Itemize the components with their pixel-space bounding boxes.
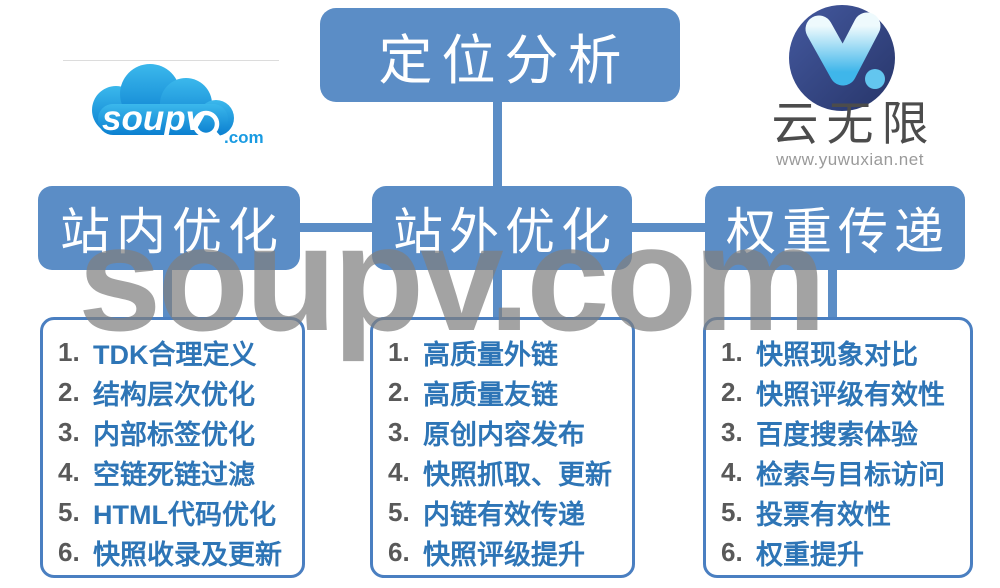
- magnifier-icon: [192, 110, 226, 146]
- list-item: 3. 百度搜索体验: [721, 412, 964, 452]
- list-item-number: 1.: [388, 336, 410, 367]
- list-item-number: 1.: [58, 336, 80, 367]
- branch-node-offsite-optimization: 站外优化: [372, 186, 632, 270]
- connector-branch0-branch1: [298, 223, 374, 232]
- list-item-number: 2.: [388, 376, 410, 407]
- list-item: 4. 检索与目标访问: [721, 452, 964, 492]
- soupv-logo-text: soupv: [102, 99, 208, 138]
- list-item-text: 高质量外链: [423, 339, 558, 370]
- list-item-number: 3.: [721, 416, 743, 447]
- list-item-number: 5.: [388, 496, 410, 527]
- list-item-number: 6.: [388, 536, 410, 567]
- list-item: 4. 空链死链过滤: [58, 452, 296, 492]
- branch-node-onsite-optimization: 站内优化: [38, 186, 300, 270]
- list-item: 2. 结构层次优化: [58, 372, 296, 412]
- connector-root-to-middle: [493, 100, 502, 190]
- list-item-number: 4.: [388, 456, 410, 487]
- connector-branch0-to-list: [163, 268, 172, 319]
- list-item-text: 空链死链过滤: [93, 459, 255, 490]
- list-item-text: TDK合理定义: [93, 339, 257, 370]
- list-item-number: 5.: [721, 496, 743, 527]
- list-item-text: 结构层次优化: [93, 379, 255, 410]
- yuwuxian-logo-url: www.yuwuxian.net: [776, 150, 924, 169]
- list-item-text: 快照评级提升: [423, 539, 585, 570]
- list-item-number: 3.: [388, 416, 410, 447]
- branch-node-weight-transfer: 权重传递: [705, 186, 965, 270]
- list-item: 5. 内链有效传递: [388, 492, 626, 532]
- list-item: 6. 权重提升: [721, 532, 964, 572]
- list-item: 3. 内部标签优化: [58, 412, 296, 452]
- list-item: 3. 原创内容发布: [388, 412, 626, 452]
- logo-divider-line: [63, 60, 279, 61]
- connector-branch1-to-list: [493, 268, 502, 319]
- list-item-number: 2.: [58, 376, 80, 407]
- list-item: 5. HTML代码优化: [58, 492, 296, 532]
- list-item: 2. 高质量友链: [388, 372, 626, 412]
- list-item: 6. 快照评级提升: [388, 532, 626, 572]
- root-node-positioning-analysis: 定位分析: [320, 8, 680, 102]
- list-item-text: 快照抓取、更新: [423, 459, 612, 490]
- list-item-text: 检索与目标访问: [756, 459, 945, 490]
- list-item: 6. 快照收录及更新: [58, 532, 296, 572]
- list-item-text: 快照评级有效性: [756, 379, 945, 410]
- list-item: 2. 快照评级有效性: [721, 372, 964, 412]
- list-item-text: 权重提升: [756, 539, 864, 570]
- list-item-text: 快照现象对比: [756, 339, 918, 370]
- list-item-number: 2.: [721, 376, 743, 407]
- yuwuxian-logo-name: 云无限: [771, 97, 937, 150]
- list-item-text: HTML代码优化: [93, 499, 276, 530]
- list-box-onsite: 1. TDK合理定义 2. 结构层次优化 3. 内部标签优化 4. 空链死链过滤 5. HTML代…: [40, 317, 305, 578]
- list-item-number: 5.: [58, 496, 80, 527]
- list-item-text: 投票有效性: [756, 499, 891, 530]
- list-item: 4. 快照抓取、更新: [388, 452, 626, 492]
- list-item-text: 内链有效传递: [423, 499, 585, 530]
- list-item: 1. TDK合理定义: [58, 332, 296, 372]
- list-box-weight: 1. 快照现象对比 2. 快照评级有效性 3. 百度搜索体验 4. 检索与目标访问 5. 投票有效…: [703, 317, 973, 578]
- list-item: 1. 快照现象对比: [721, 332, 964, 372]
- connector-branch1-branch2: [630, 223, 707, 232]
- connector-branch2-to-list: [828, 268, 837, 319]
- list-item-number: 4.: [721, 456, 743, 487]
- list-item-number: 6.: [721, 536, 743, 567]
- soupv-logo: soupv .com: [92, 64, 264, 147]
- list-item-number: 3.: [58, 416, 80, 447]
- list-item-text: 原创内容发布: [423, 419, 585, 450]
- list-item-text: 内部标签优化: [93, 419, 255, 450]
- yuwuxian-logo-icon: [789, 5, 895, 111]
- list-item-number: 1.: [721, 336, 743, 367]
- list-item: 5. 投票有效性: [721, 492, 964, 532]
- soupv-logo-tld: .com: [224, 128, 264, 147]
- list-item-text: 百度搜索体验: [756, 419, 918, 450]
- list-item: 1. 高质量外链: [388, 332, 626, 372]
- list-item-number: 4.: [58, 456, 80, 487]
- list-item-number: 6.: [58, 536, 80, 567]
- list-item-text: 高质量友链: [423, 379, 558, 410]
- list-item-text: 快照收录及更新: [93, 539, 282, 570]
